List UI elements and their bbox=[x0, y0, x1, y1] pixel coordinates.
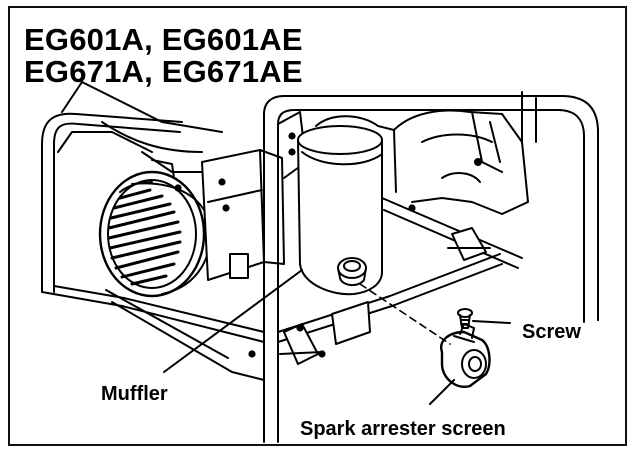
frame-tube-front bbox=[263, 95, 599, 395]
muffler-outlet bbox=[337, 257, 367, 286]
engine-right bbox=[393, 109, 529, 215]
model-title-line-2: EG671A, EG671AE bbox=[24, 54, 303, 89]
explode-dashed-line bbox=[359, 283, 451, 345]
diagram-frame: EG601A, EG601AE EG671A, EG671AE Muffler … bbox=[8, 6, 627, 446]
callout-screw: Screw bbox=[522, 321, 581, 343]
alternator-vents bbox=[107, 188, 182, 286]
muffler-body bbox=[297, 115, 397, 296]
vibration-mount-front bbox=[279, 323, 326, 365]
callout-spark-arrester-screen: Spark arrester screen bbox=[300, 418, 506, 440]
frame-tube-left-rear bbox=[41, 112, 183, 145]
callout-muffler: Muffler bbox=[101, 383, 168, 405]
frame-tube-front-lower bbox=[263, 381, 279, 443]
frame-tube-right bbox=[521, 91, 599, 321]
base-panel bbox=[331, 301, 371, 345]
generator-illustration bbox=[41, 81, 599, 443]
engine-housing bbox=[57, 81, 223, 173]
model-title-line-1: EG601A, EG601AE bbox=[24, 22, 303, 57]
base-rails bbox=[41, 143, 523, 381]
spark-arrester-screen-part bbox=[440, 323, 491, 388]
leader-lines bbox=[163, 269, 511, 405]
vibration-mount-rear bbox=[447, 227, 491, 261]
screw-part bbox=[457, 308, 473, 329]
